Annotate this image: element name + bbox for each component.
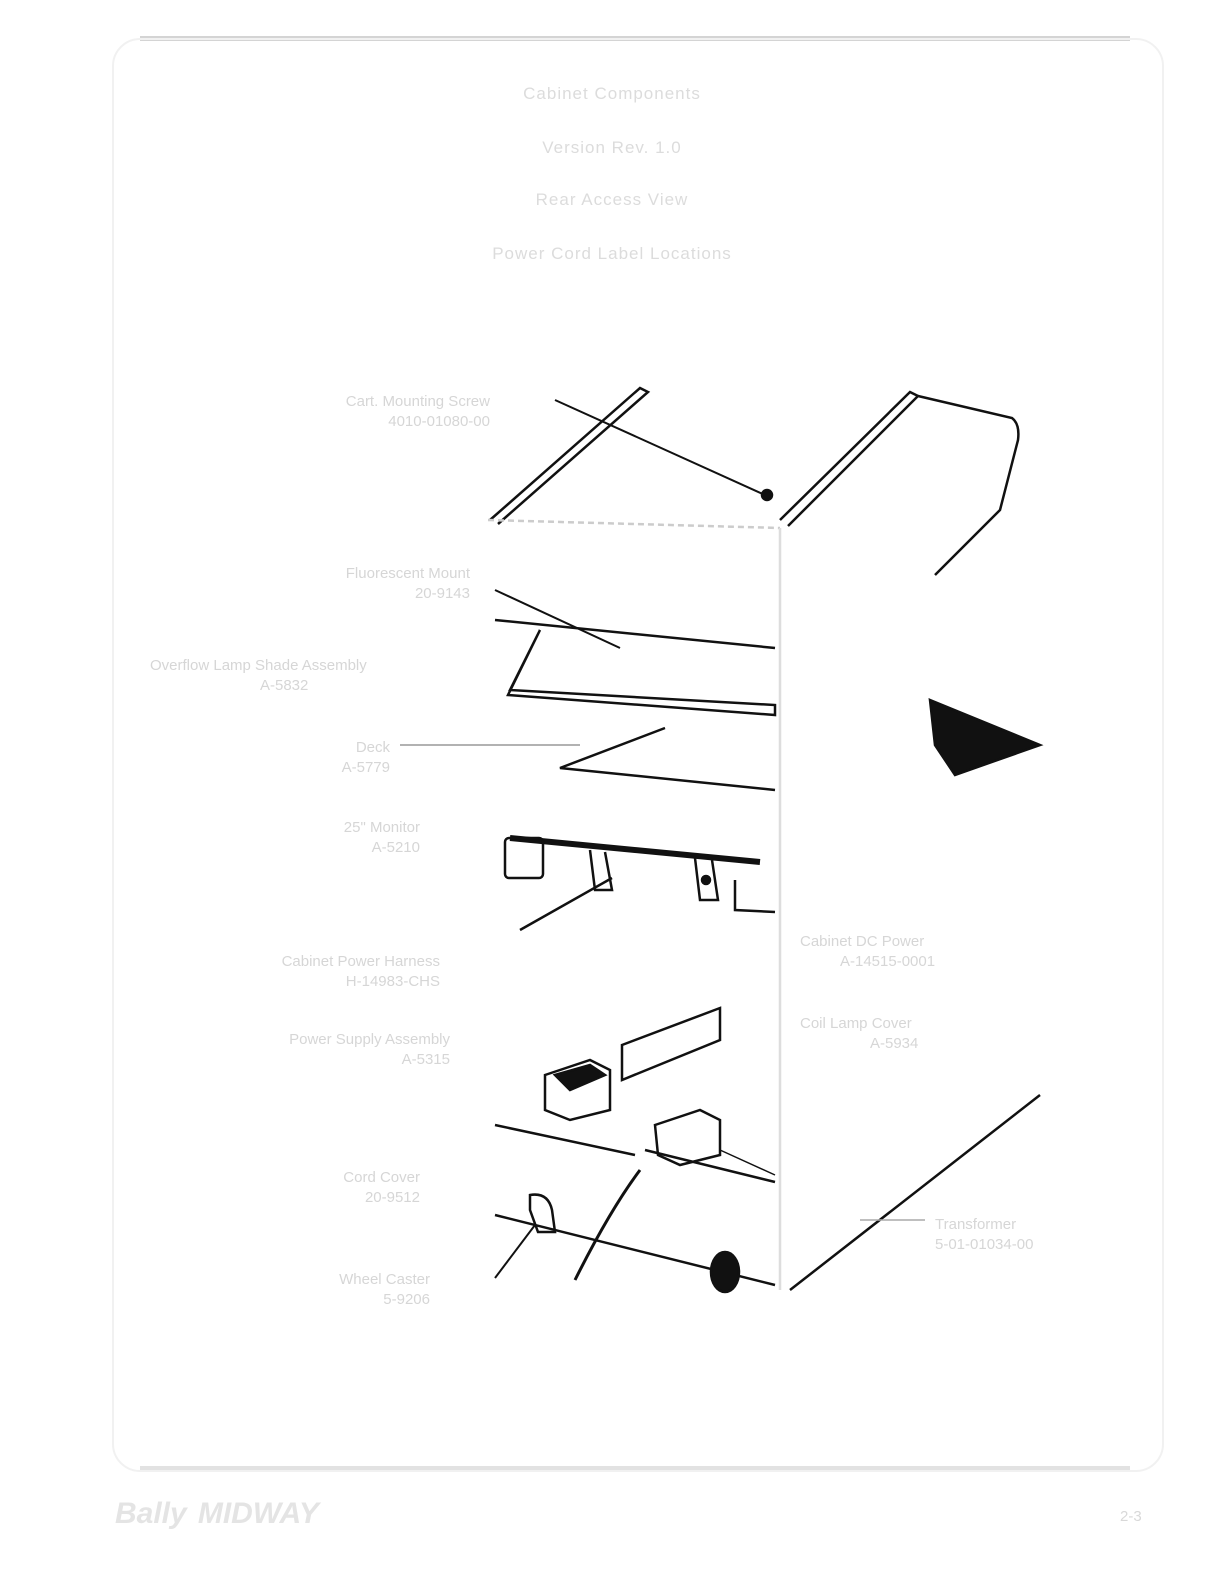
header-line-4: Power Cord Label Locations: [492, 244, 732, 263]
header-line-1: Cabinet Components: [523, 84, 701, 103]
page-frame: [112, 38, 1164, 1472]
page-number: 2-3: [1120, 1508, 1142, 1525]
header-line-3: Rear Access View: [535, 190, 689, 209]
scan-bottom-edge: [140, 1466, 1130, 1470]
bally-midway-logo: Bally MIDWAY: [115, 1497, 319, 1530]
header-line-2: Version Rev. 1.0: [542, 138, 682, 157]
